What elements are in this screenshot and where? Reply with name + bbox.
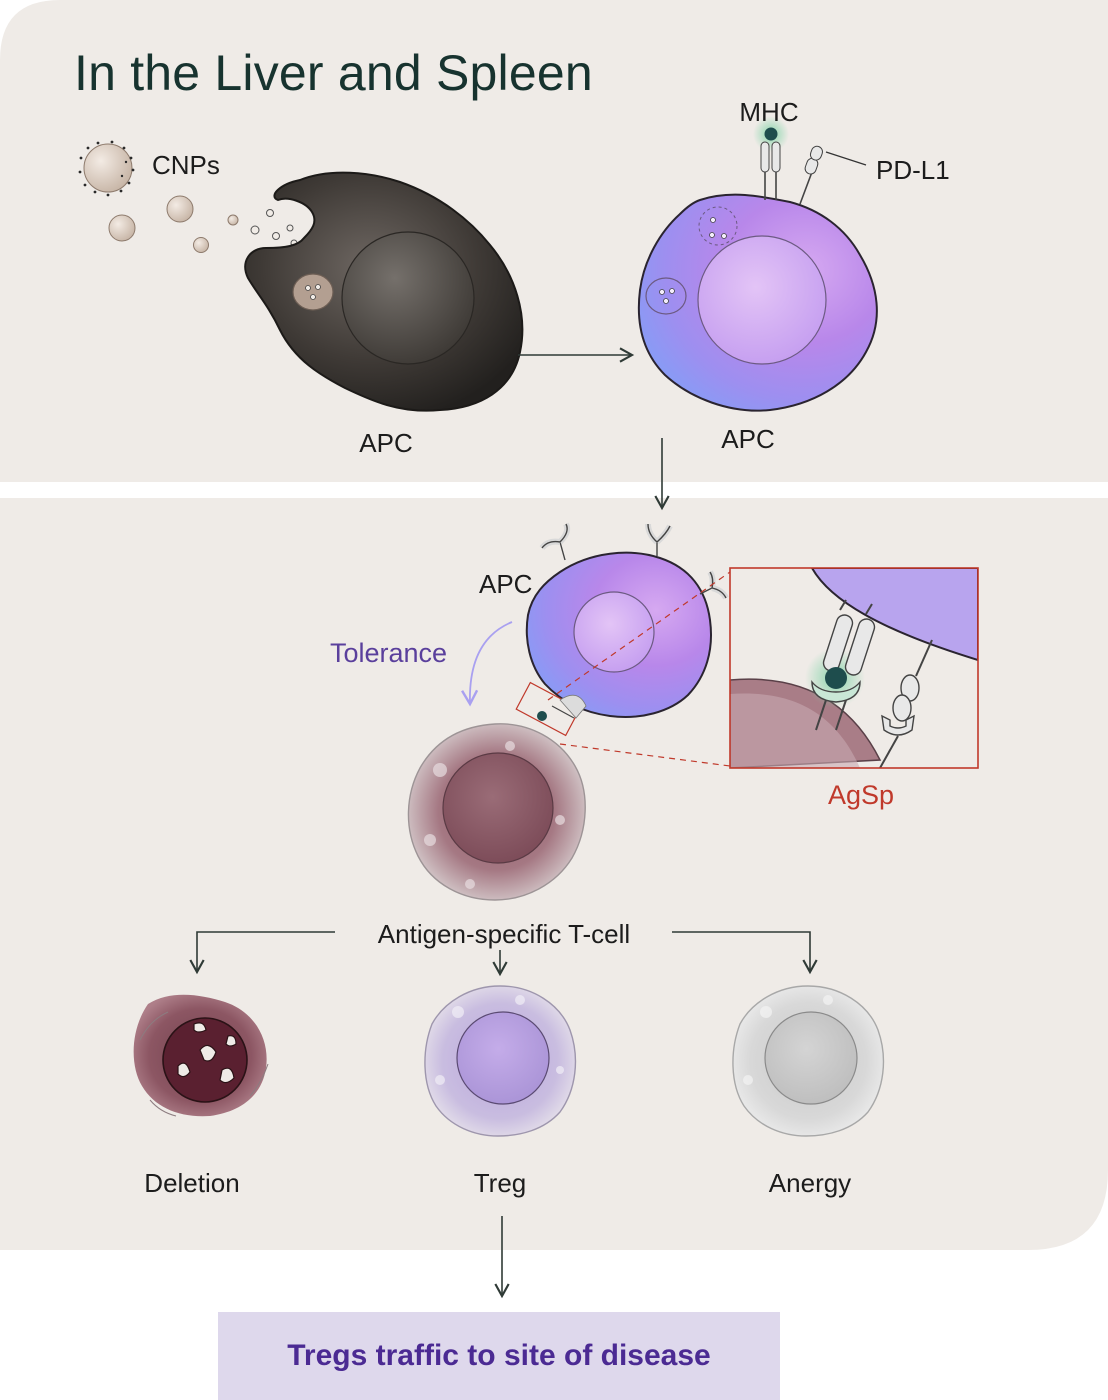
label-outcome-deletion: Deletion bbox=[144, 1168, 240, 1198]
apc-bottom-cell bbox=[515, 522, 729, 737]
deletion-cell bbox=[133, 994, 269, 1117]
label-agsp: AgSp bbox=[827, 780, 895, 810]
label-antigen-specific-t-cell: Antigen-specific T-cell bbox=[377, 919, 631, 949]
treg-cell bbox=[424, 985, 577, 1137]
result-text: Tregs traffic to site of disease bbox=[287, 1339, 711, 1372]
antigen-specific-t-cell bbox=[407, 723, 586, 901]
page-title: In the Liver and Spleen bbox=[74, 45, 593, 101]
result-banner: Tregs traffic to site of disease bbox=[218, 1312, 780, 1400]
label-apc-right: APC bbox=[721, 424, 775, 454]
cnp-particles bbox=[78, 140, 298, 253]
agsp-zoom-inset bbox=[729, 567, 979, 769]
pd-l1-molecule bbox=[799, 145, 867, 205]
apc-left-cell bbox=[244, 171, 524, 412]
label-mhc: MHC bbox=[739, 97, 799, 127]
tcell-branch-arrows bbox=[189, 931, 818, 977]
anergy-cell bbox=[732, 985, 885, 1137]
mhc-molecule bbox=[753, 116, 789, 200]
label-outcome-treg: Treg bbox=[473, 1168, 527, 1198]
label-cnps: CNPs bbox=[152, 150, 220, 180]
label-outcome-anergy: Anergy bbox=[768, 1168, 852, 1198]
tolerance-arrow bbox=[461, 621, 513, 707]
label-pd-l1: PD-L1 bbox=[876, 155, 950, 185]
label-apc-bottom: APC bbox=[479, 569, 533, 599]
zoom-line-top bbox=[547, 571, 731, 701]
apc-right-cell bbox=[637, 193, 878, 412]
label-tolerance: Tolerance bbox=[330, 638, 448, 668]
label-apc-left: APC bbox=[359, 428, 413, 458]
